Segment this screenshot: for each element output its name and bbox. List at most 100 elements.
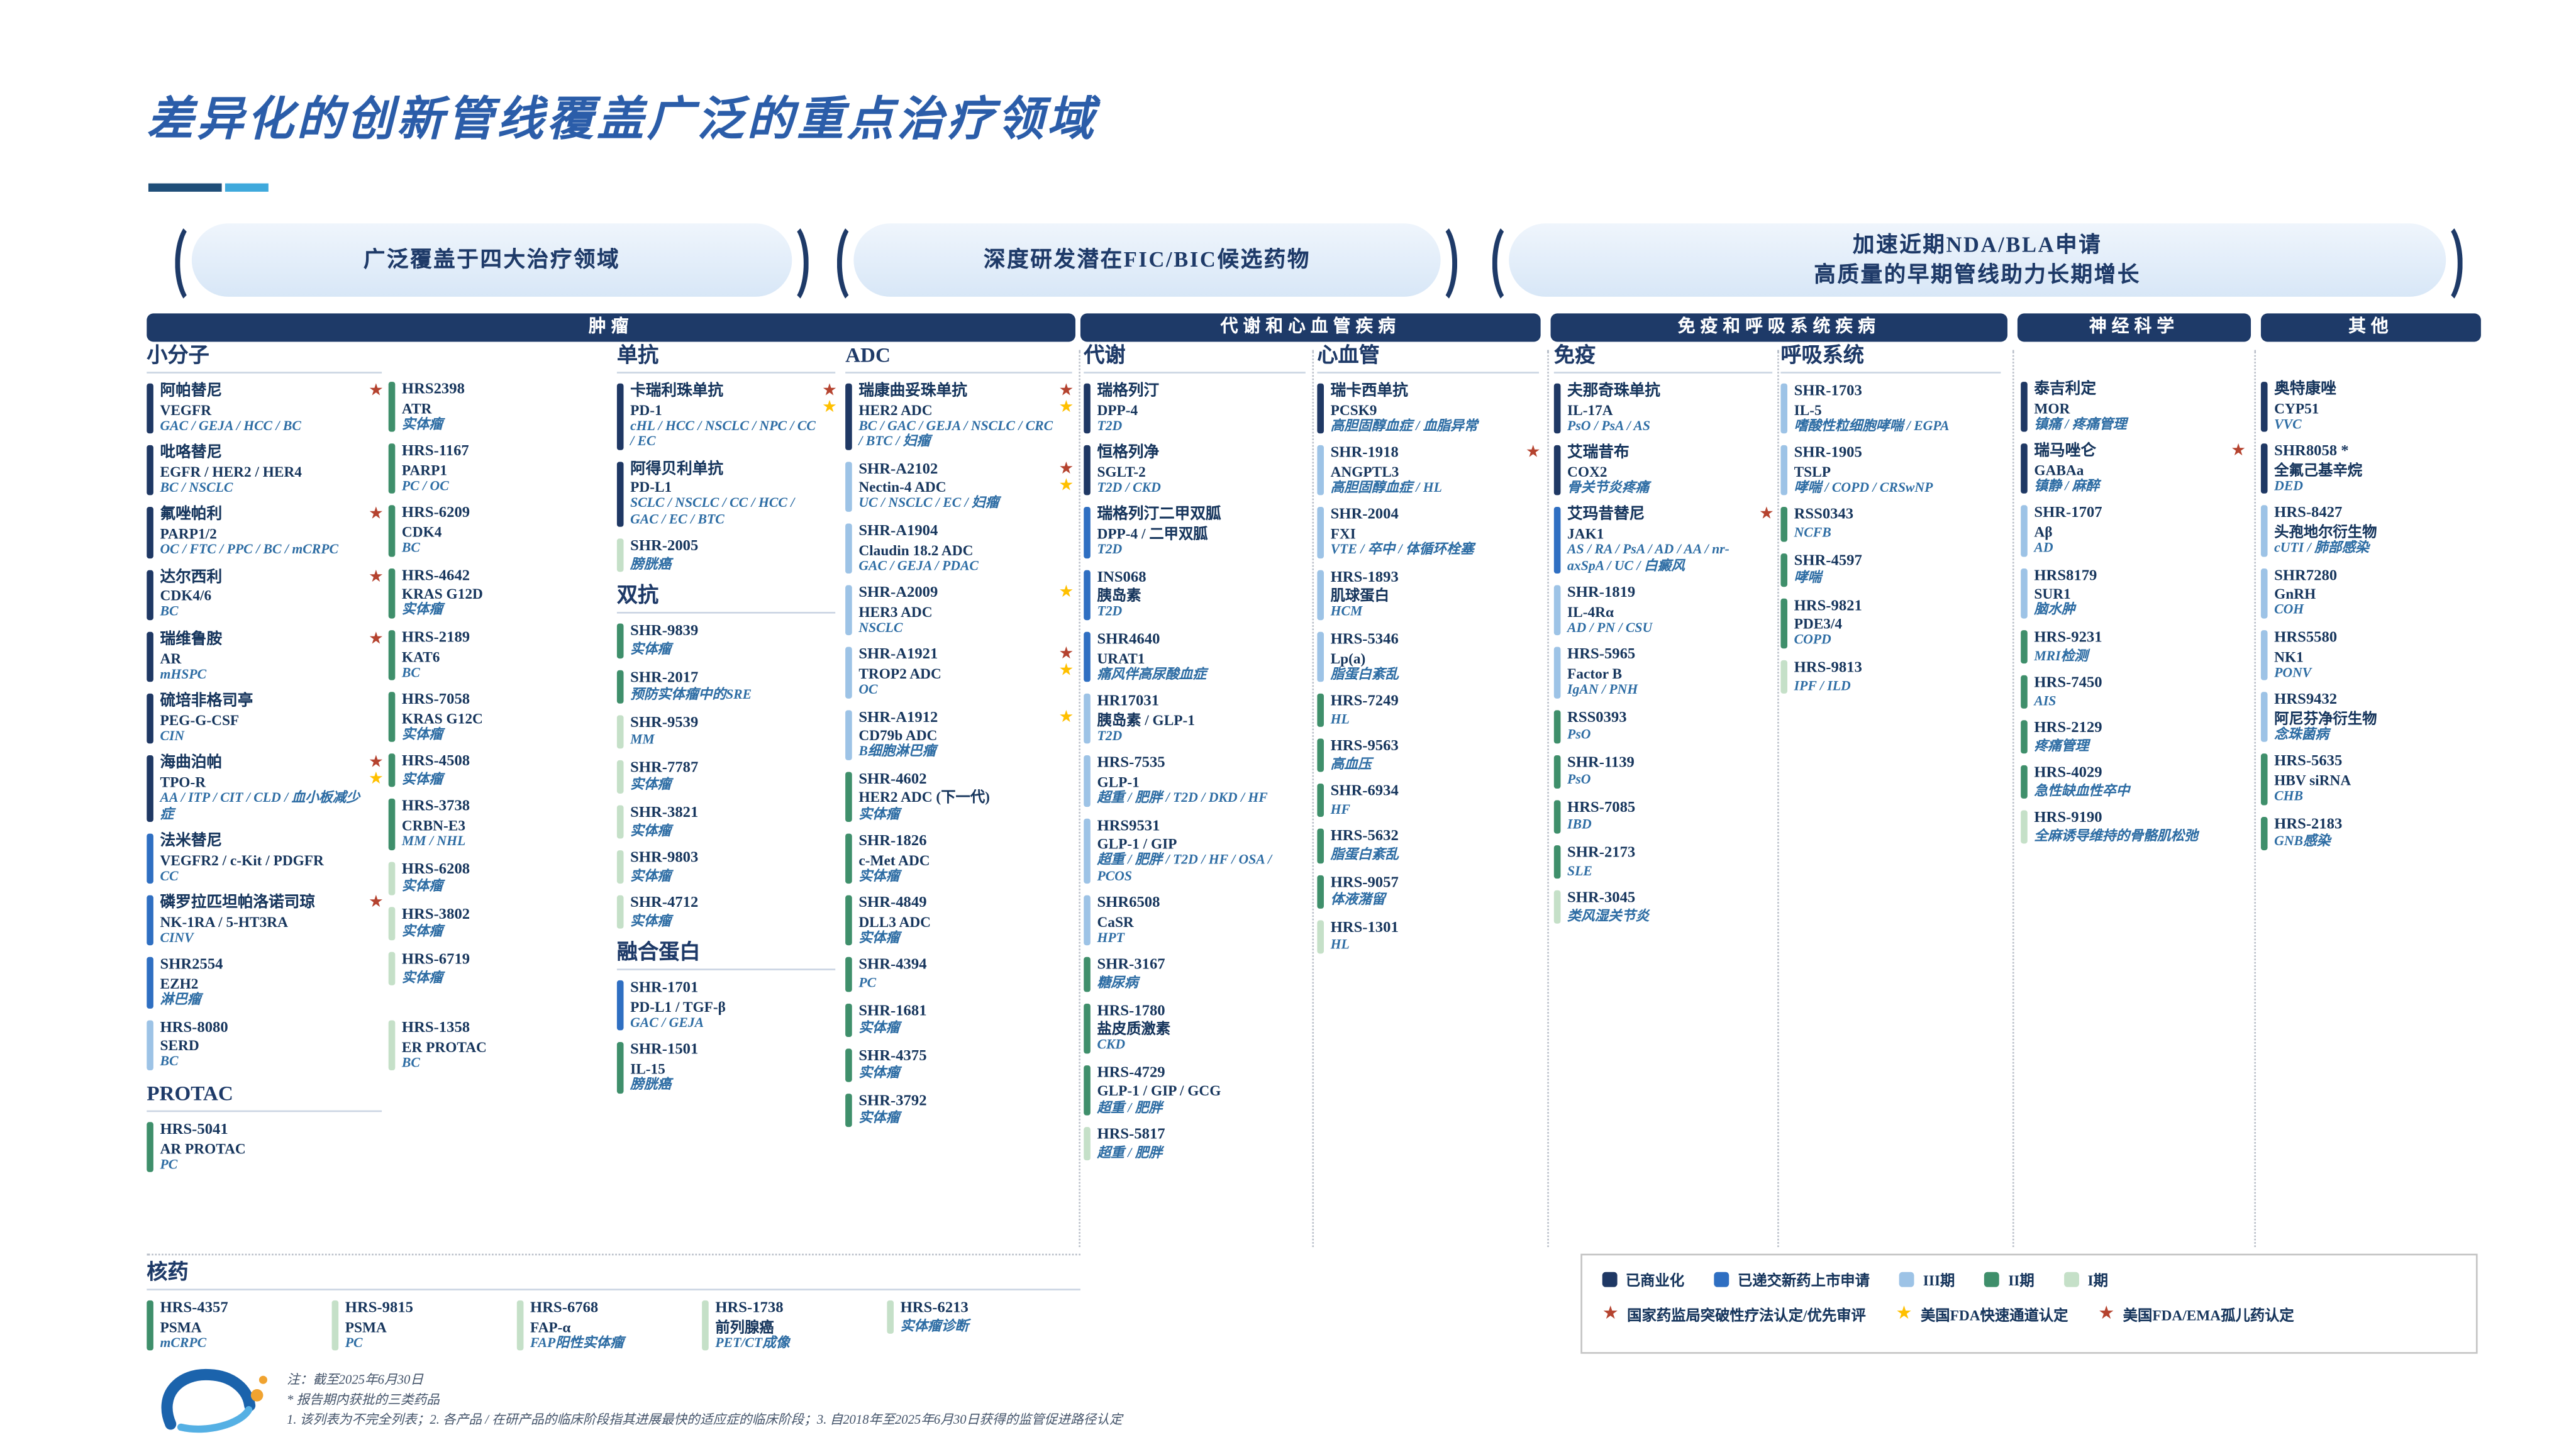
drug-indications: 实体瘤 [630,823,672,838]
drug-target: CDK4/6 [160,587,212,604]
phase-indicator-bar [2260,382,2268,433]
drug-indications: 实体瘤 [401,924,443,940]
phase-indicator-bar [1553,709,1561,743]
phase-indicator-bar [845,771,852,822]
phase-indicator-bar [147,507,153,558]
drug-name: HR17031 [1097,694,1160,711]
drug-target: AR PROTAC [160,1139,246,1156]
drug-target: JAK1 [1567,525,1604,542]
drug-indications: 实体瘤 [401,726,443,742]
drug-name: HRS-5635 [2274,754,2343,771]
drug-name: HRS-7535 [1097,755,1165,773]
legend-item-p1: I期 [2064,1269,2108,1290]
drug-name: 瑞格列汀二甲双胍 [1097,507,1221,524]
drug-name: 瑞格列汀 [1097,383,1160,401]
phase-indicator-bar [147,895,153,946]
phase-indicator-bar [2260,816,2268,850]
drug-target: HBV siRNA [2274,772,2351,789]
phase-indicator-bar [1084,694,1091,745]
drug-name: 恒格列净 [1097,445,1160,462]
subsection-header: 代谢 [1084,343,1306,374]
drug-name: SHR7280 [2274,568,2338,585]
drug-target: SGLT-2 [1097,463,1146,480]
drug-name: SHR4640 [1097,631,1160,648]
phase-indicator-bar [616,850,624,884]
drug-target: TPO-R [160,773,206,790]
phase-indicator-bar [616,760,624,794]
drug-name: HRS-4357 [160,1300,228,1317]
logo-dot-small [258,1375,267,1384]
phase-indicator-bar [147,755,153,822]
phase-indicator-bar [845,1002,852,1036]
designation-star-icon: ★ [368,894,384,912]
drug-name: SHR-4394 [858,957,927,975]
drug-indications: BC [401,1055,420,1070]
drug-target: GnRH [2274,585,2316,602]
drug-indications: 念珠菌病 [2274,726,2329,742]
drug-indications: 高胆固醇血症 / 血脂异常 [1330,418,1478,433]
phase-indicator-bar [1553,647,1561,698]
drug-indications: NSCLC [858,619,903,635]
drug-indications: T2D [1097,604,1123,619]
drug-name: HRS9432 [2274,692,2338,709]
drug-indications: HCM [1330,604,1363,619]
legend-swatch [1899,1272,1915,1287]
drug-indications: 淋巴瘤 [160,992,201,1007]
legend-swatch [1602,1272,1618,1287]
drug-name: SHR8058 * [2274,443,2349,461]
drug-target: CYP51 [2274,399,2319,416]
drug-target: KRAS G12D [401,585,483,602]
legend-label: 国家药监局突破性疗法认定/优先审评 [1627,1307,1866,1324]
drug-name: SHR-2173 [1567,845,1636,862]
summary-pill-text: 高质量的早期管线助力长期增长 [1814,262,2141,287]
drug-name: HRS-2189 [401,629,470,647]
drug-indications: B细胞淋巴瘤 [858,744,936,760]
drug-indications: 实体瘤 [858,930,900,946]
drug-target: EGFR / HER2 / HER4 [160,463,302,480]
phase-indicator-bar [1084,1126,1091,1161]
drug-indications: cHL / HCC / NSCLC / NPC / CC / EC [630,418,816,449]
phase-indicator-bar [331,1300,339,1351]
drug-indications: 实体瘤 [858,1020,900,1036]
legend-star-row: ★国家药监局突破性疗法认定/优先审评★美国FDA快速通道认定★美国FDA/EMA… [1602,1304,2456,1325]
drug-target: 肌球蛋白 [1330,587,1389,604]
